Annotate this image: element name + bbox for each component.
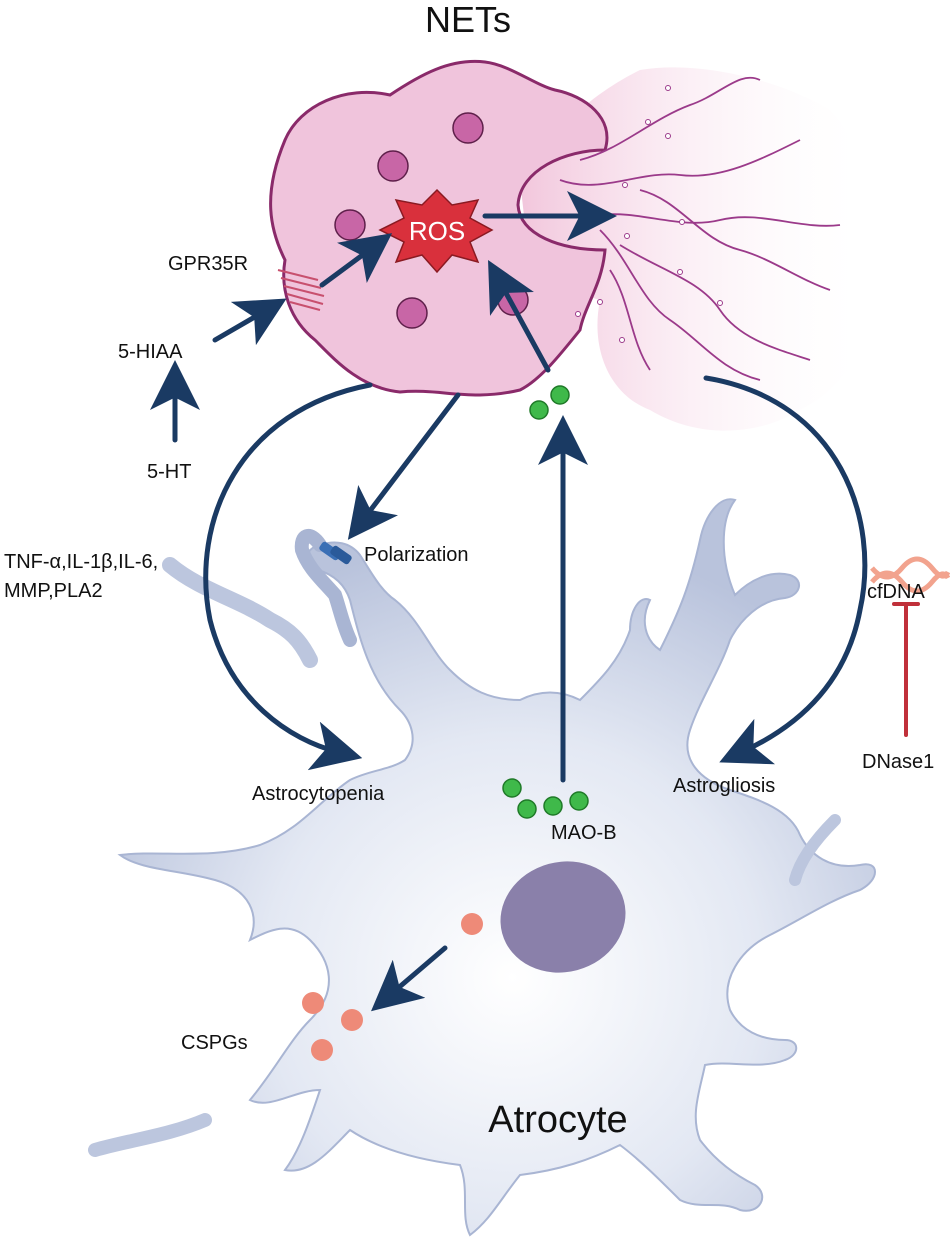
cytokines-label-line2: MMP,PLA2 [4,580,103,602]
astrocyte-body [117,498,876,1237]
cfdna-label: cfDNA [867,581,925,603]
inhibition-dnase1-to-cfdna [892,602,920,737]
atrocyte-label: Atrocyte [488,1099,627,1141]
granule [396,297,428,329]
arrow-mao-to-ros [488,260,551,373]
arrow-astrogliosis-curve [703,375,868,765]
astrocyte-nucleus [500,861,626,973]
5-ht-label: 5-HT [147,461,191,483]
5-hiaa-label: 5-HIAA [118,341,183,363]
cytokines-label-line1: TNF-α,IL-1β,IL-6, [4,551,158,573]
ros-label: ROS [409,216,465,246]
gpr35r-label: GPR35R [168,253,248,275]
mao-b-label: MAO-B [551,822,617,844]
arrow-gpr35r-to-ros [319,233,393,288]
polarization-label: Polarization [364,544,469,566]
arrow-5hiaa-to-gpr35r [212,298,287,346]
astrocyte-cell [88,498,876,1237]
granule [334,209,366,241]
cfdna-helix-icon [870,556,950,594]
cspgs-label: CSPGs [181,1032,248,1054]
dnase1-label: DNase1 [862,751,934,773]
dna-strands [559,76,841,381]
gpr35r-receptor-icon [277,269,325,311]
astrocytopenia-label: Astrocytopenia [252,783,385,805]
nets-fading-cloud [520,67,873,431]
ros-burst-icon: ROS [378,188,494,274]
aquaporin-channel-icon [319,541,352,565]
granule [377,150,409,182]
arrow-nets-to-polarization [347,392,461,540]
mao-b-granules [502,385,589,819]
cspg-granules [302,913,483,1061]
arrow-astrocytopenia-curve [203,382,373,771]
dna-dots [575,85,723,343]
arrow-cspg-release [370,945,448,1012]
arrows [150,191,920,1012]
diagram-title: NETs [425,0,511,40]
neutrophil-cell [269,59,873,431]
granule [452,112,484,144]
astrogliosis-label: Astrogliosis [673,775,775,797]
